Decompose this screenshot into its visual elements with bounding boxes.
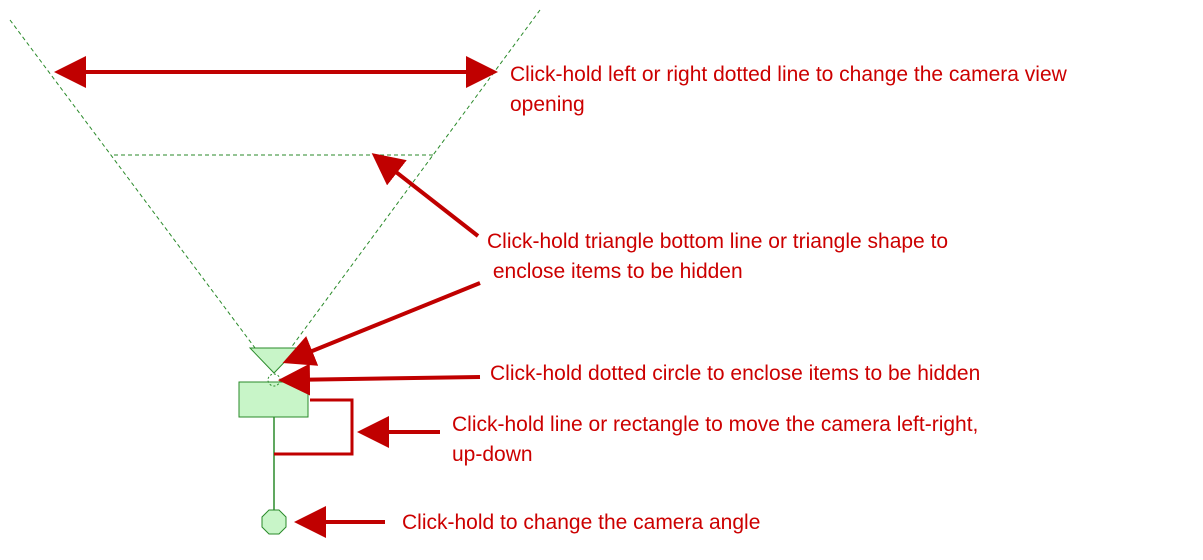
annotation-move-camera: Click-hold line or rectangle to move the… [452,410,978,470]
angle-handle-octagon[interactable] [261,509,287,535]
annotation-triangle-line1: Click-hold triangle bottom line or trian… [487,230,949,253]
annotation-view-opening-line2: opening [510,93,585,116]
annotation-camera-angle: Click-hold to change the camera angle [402,508,760,538]
arrow-to-triangle-line [371,153,480,238]
annotation-view-opening: Click-hold left or right dotted line to … [510,60,1067,120]
annotation-camera-angle-line1: Click-hold to change the camera angle [402,511,761,534]
annotation-view-opening-line1: Click-hold left or right dotted line to … [510,63,1067,86]
annotation-dotted-circle-line1: Click-hold dotted circle to enclose item… [490,362,981,385]
arrow-to-triangle-shape [282,281,481,366]
move-bracket [274,398,354,456]
camera-rectangle[interactable] [238,381,309,418]
annotation-move-camera-line2: up-down [452,443,533,466]
annotation-triangle-line2: enclose items to be hidden [487,260,743,283]
arrow-to-dotted-circle [278,363,481,396]
annotation-triangle: Click-hold triangle bottom line or trian… [487,227,948,287]
annotation-dotted-circle: Click-hold dotted circle to enclose item… [490,359,980,389]
view-left-dotted-line[interactable] [9,19,271,369]
annotation-move-camera-line1: Click-hold line or rectangle to move the… [452,413,979,436]
